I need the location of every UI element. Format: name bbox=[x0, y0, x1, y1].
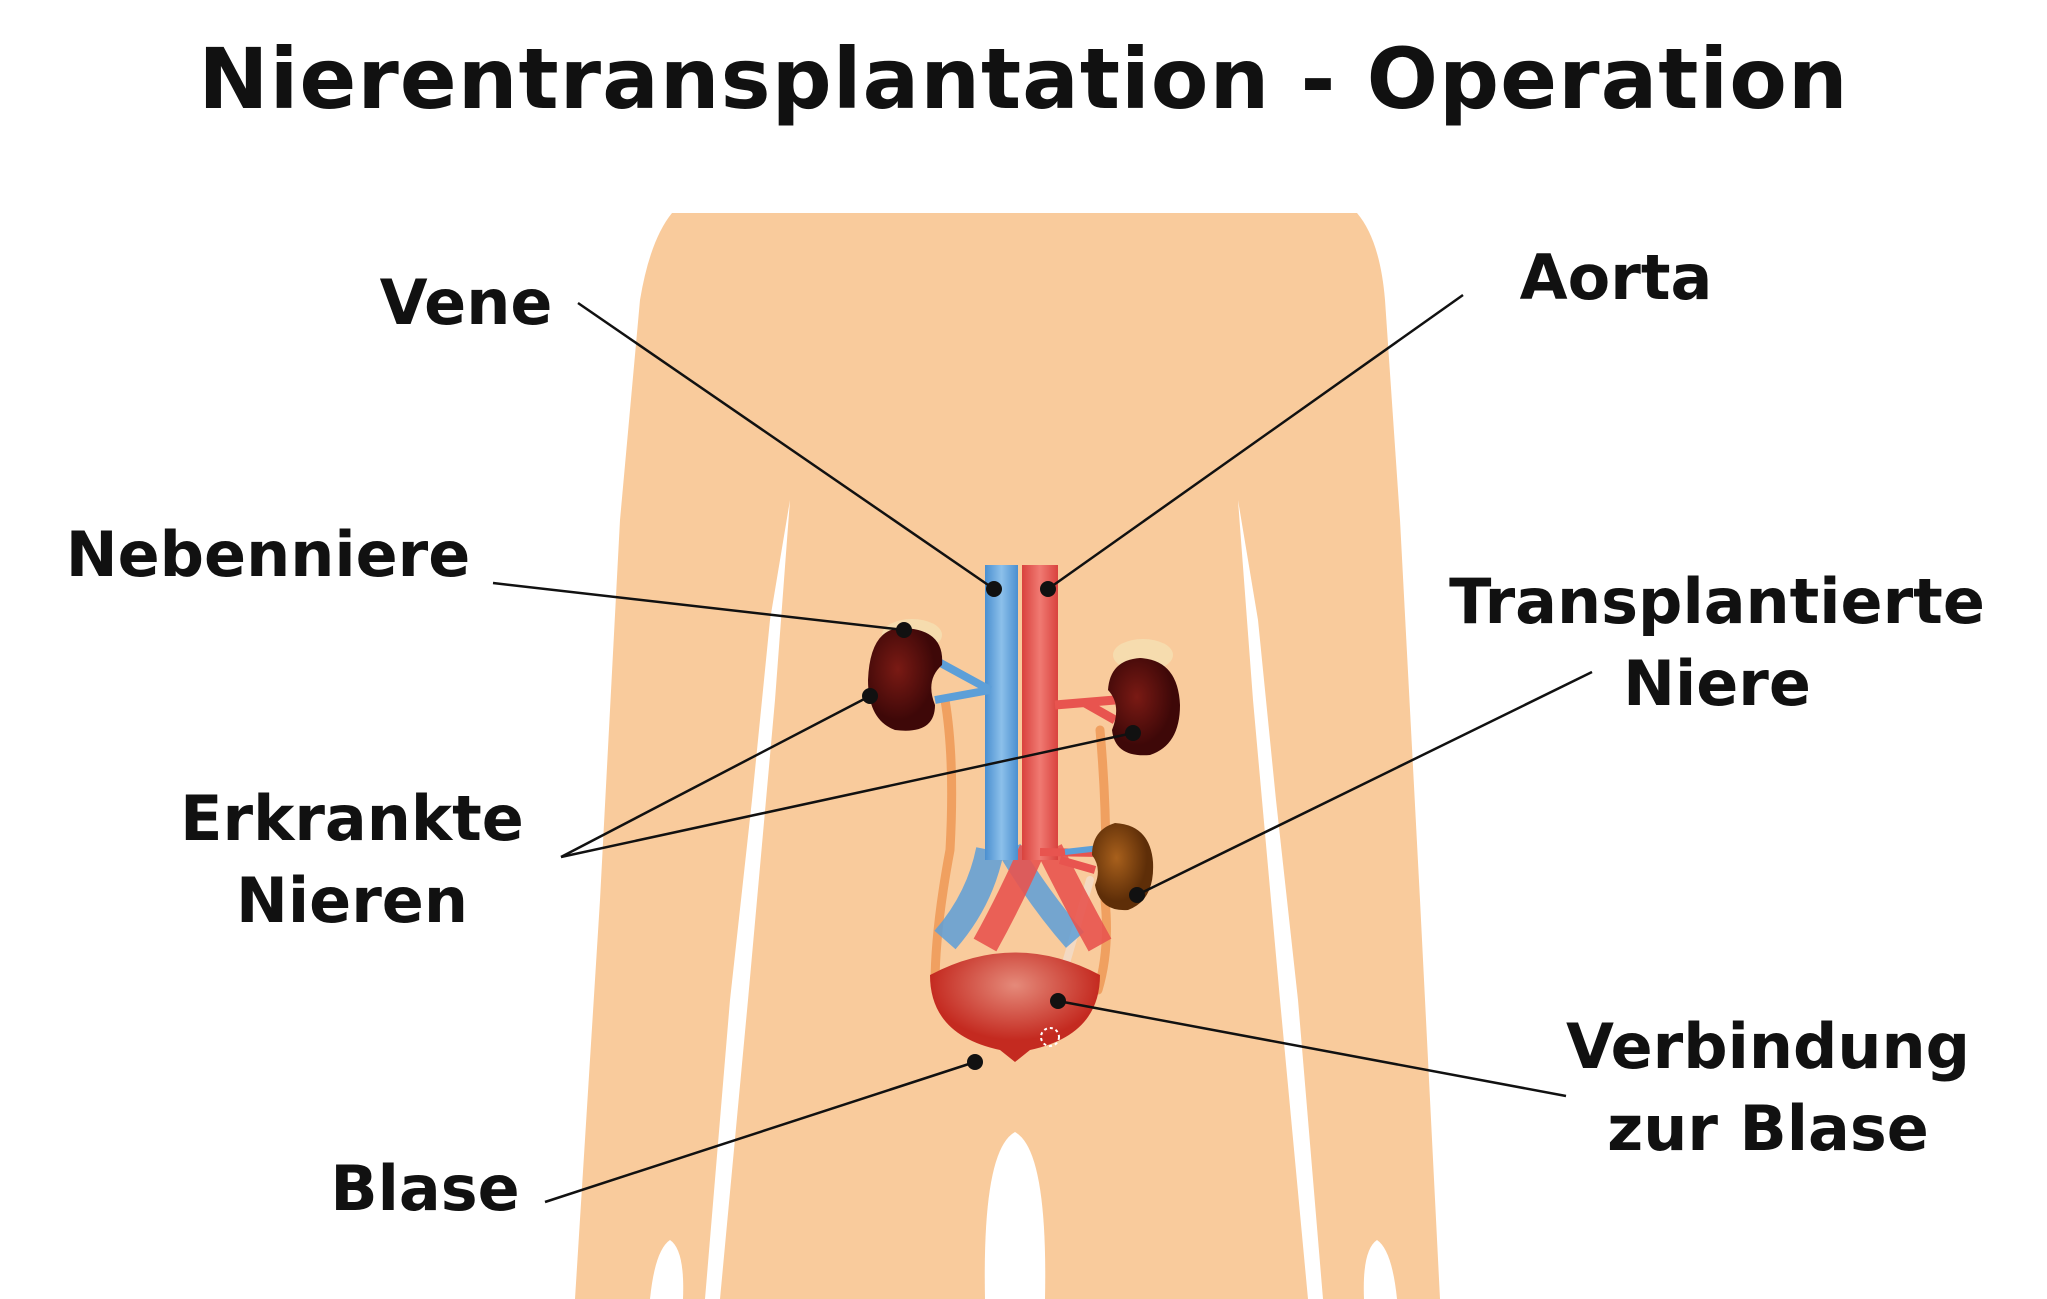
dot-nebenniere bbox=[896, 622, 912, 638]
label-vene: Vene bbox=[379, 266, 553, 339]
label-aorta: Aorta bbox=[1519, 241, 1713, 314]
iliac-artery-right bbox=[1038, 844, 1112, 952]
aorta-vessel bbox=[1022, 565, 1058, 860]
leader-erkrankte-right bbox=[560, 731, 1134, 859]
label-erkrankte-line1: Erkrankte bbox=[180, 782, 524, 855]
label-verbindung-zur-blase: Verbindung zur Blase bbox=[1558, 1006, 1978, 1170]
iliac-vein-left bbox=[934, 847, 1004, 950]
leader-blase bbox=[544, 1060, 976, 1204]
left-ureter bbox=[930, 695, 957, 990]
leader-aorta bbox=[1047, 293, 1464, 591]
dot-left-kidney bbox=[862, 688, 878, 704]
label-transplantierte-line1: Transplantierte bbox=[1449, 565, 1985, 638]
label-blase: Blase bbox=[330, 1152, 520, 1225]
right-hand-gap bbox=[1363, 1240, 1397, 1299]
dot-right-kidney bbox=[1125, 725, 1141, 741]
left-kidney bbox=[868, 628, 943, 731]
bladder bbox=[930, 952, 1100, 1062]
diagram-title: Nierentransplantation - Operation bbox=[198, 30, 1849, 128]
dot-aorta bbox=[1040, 581, 1056, 597]
label-transplantierte-line2: Niere bbox=[1623, 647, 1811, 720]
label-erkrankte-line2: Nieren bbox=[236, 864, 468, 937]
label-erkrankte-nieren: Erkrankte Nieren bbox=[172, 778, 532, 942]
label-verbindung-line1: Verbindung bbox=[1565, 1010, 1971, 1083]
leader-transplantierte bbox=[1136, 670, 1593, 897]
leader-erkrankte-left bbox=[560, 694, 871, 859]
dot-verbindung bbox=[1050, 993, 1066, 1009]
anastomosis-marker bbox=[1040, 1027, 1060, 1047]
label-verbindung-line2: zur Blase bbox=[1607, 1092, 1929, 1165]
label-nebenniere: Nebenniere bbox=[65, 518, 471, 591]
vena-cava bbox=[985, 565, 1018, 860]
dot-vene bbox=[986, 581, 1002, 597]
right-renal-vessels bbox=[1054, 695, 1118, 724]
leader-lines bbox=[492, 293, 1593, 1204]
dot-transplant bbox=[1129, 887, 1145, 903]
leader-dots bbox=[862, 581, 1145, 1070]
dot-blase bbox=[967, 1054, 983, 1070]
right-kidney bbox=[1108, 658, 1180, 756]
left-arm-gap bbox=[705, 500, 790, 1299]
leader-nebenniere bbox=[492, 581, 905, 632]
leg-gap bbox=[984, 1132, 1046, 1299]
leader-vene bbox=[577, 301, 995, 591]
label-transplantierte-niere: Transplantierte Niere bbox=[1447, 561, 1987, 725]
left-renal-vessels bbox=[933, 656, 992, 704]
left-hand-gap bbox=[650, 1240, 684, 1299]
leader-verbindung bbox=[1057, 999, 1567, 1098]
iliac-artery-left bbox=[973, 844, 1044, 952]
right-arm-gap bbox=[1238, 500, 1323, 1299]
